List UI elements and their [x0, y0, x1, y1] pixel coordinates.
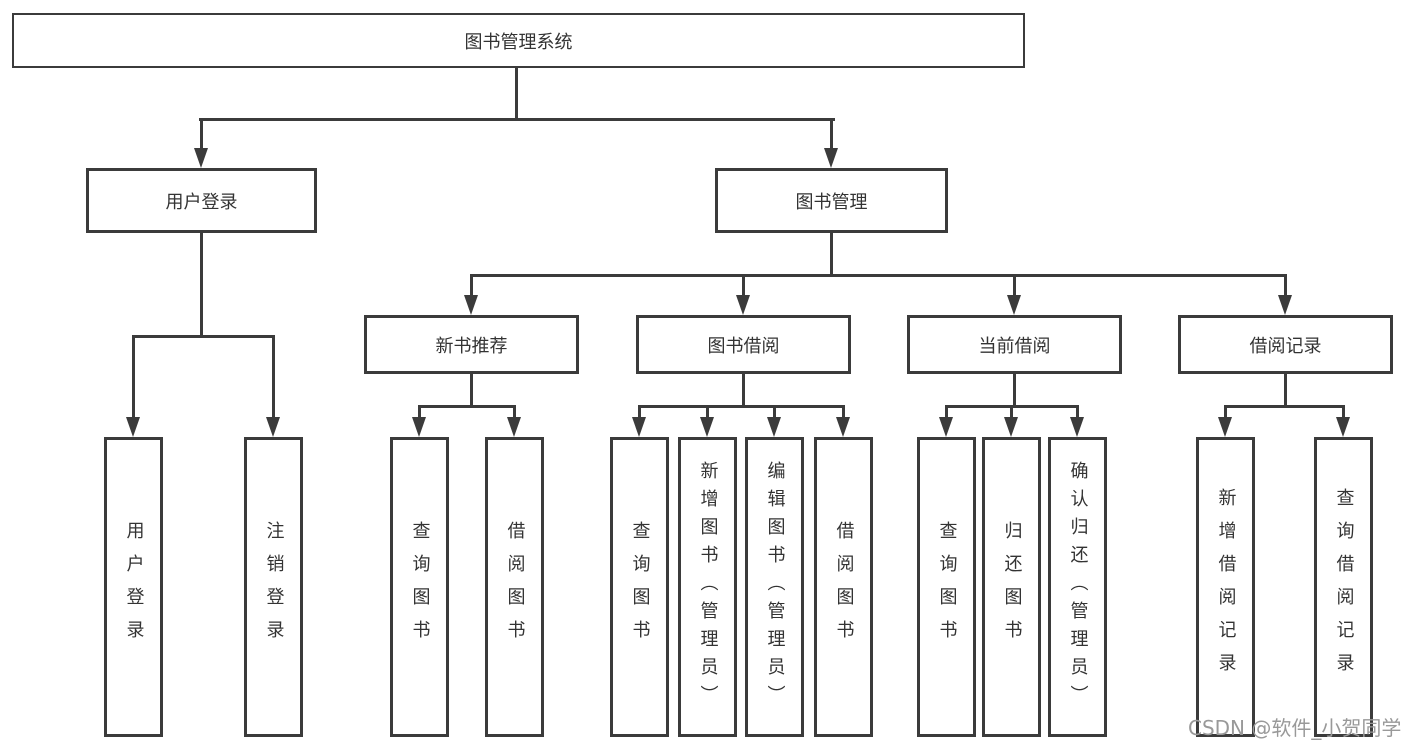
arrow-down-icon	[412, 417, 426, 437]
leaf-edit-books-admin: 编辑图书（管理员）	[745, 437, 804, 737]
leaf-query-borrow-record: 查询借阅记录	[1314, 437, 1373, 737]
leaf-recommend-borrow-books: 借阅图书	[485, 437, 544, 737]
connector-line	[706, 405, 709, 419]
leaf-confirm-return-admin-label: 确认归还（管理员）	[1067, 461, 1089, 713]
arrow-down-icon	[736, 295, 750, 315]
arrow-down-icon	[836, 417, 850, 437]
connector-line	[830, 232, 833, 276]
node-user-login-label: 用户登录	[165, 191, 238, 213]
node-current-borrow: 当前借阅	[907, 315, 1122, 374]
node-book-management-label: 图书管理	[795, 191, 868, 213]
leaf-logout-label: 注销登录	[263, 521, 285, 653]
connector-line	[1342, 405, 1345, 419]
connector-line	[200, 232, 203, 337]
connector-line	[773, 405, 776, 419]
connector-line	[470, 372, 473, 407]
connector-line	[132, 335, 274, 338]
arrow-down-icon	[266, 417, 280, 437]
leaf-user-login: 用户登录	[104, 437, 163, 737]
leaf-borrow-books-label: 借阅图书	[833, 521, 855, 653]
connector-line	[1076, 405, 1079, 419]
leaf-recommend-borrow-books-label: 借阅图书	[504, 521, 526, 653]
node-new-book-recommend-label: 新书推荐	[435, 335, 508, 357]
leaf-add-books-admin: 新增图书（管理员）	[678, 437, 737, 737]
node-book-borrow-label: 图书借阅	[707, 335, 780, 357]
arrow-down-icon	[194, 148, 208, 168]
connector-line	[638, 405, 845, 408]
leaf-confirm-return-admin: 确认归还（管理员）	[1048, 437, 1107, 737]
arrow-down-icon	[939, 417, 953, 437]
connector-line	[1010, 405, 1013, 419]
node-borrow-record: 借阅记录	[1178, 315, 1393, 374]
node-root: 图书管理系统	[12, 13, 1025, 68]
node-root-label: 图书管理系统	[464, 31, 573, 53]
arrow-down-icon	[126, 417, 140, 437]
connector-line	[638, 405, 641, 419]
leaf-add-borrow-record-label: 新增借阅记录	[1215, 488, 1237, 686]
leaf-logout: 注销登录	[244, 437, 303, 737]
connector-line	[1284, 274, 1287, 297]
connector-line	[470, 274, 1287, 277]
connector-line	[1013, 372, 1016, 407]
watermark: CSDN @软件_小贺同学	[1188, 716, 1402, 740]
arrow-down-icon	[1278, 295, 1292, 315]
connector-line	[272, 335, 275, 419]
leaf-add-borrow-record: 新增借阅记录	[1196, 437, 1255, 737]
connector-line	[830, 118, 833, 150]
connector-line	[1224, 405, 1227, 419]
leaf-edit-books-admin-label: 编辑图书（管理员）	[764, 461, 786, 713]
connector-line	[470, 274, 473, 297]
arrow-down-icon	[700, 417, 714, 437]
leaf-borrow-query-books-label: 查询图书	[629, 521, 651, 653]
leaf-current-query-books: 查询图书	[917, 437, 976, 737]
arrow-down-icon	[1218, 417, 1232, 437]
arrow-down-icon	[767, 417, 781, 437]
leaf-return-books: 归还图书	[982, 437, 1041, 737]
connector-line	[1224, 405, 1345, 408]
connector-line	[1013, 274, 1016, 297]
arrow-down-icon	[824, 148, 838, 168]
leaf-recommend-query-books: 查询图书	[390, 437, 449, 737]
arrow-down-icon	[1004, 417, 1018, 437]
node-book-borrow: 图书借阅	[636, 315, 851, 374]
arrow-down-icon	[464, 295, 478, 315]
connector-line	[418, 405, 421, 419]
arrow-down-icon	[632, 417, 646, 437]
arrow-down-icon	[1070, 417, 1084, 437]
leaf-borrow-books: 借阅图书	[814, 437, 873, 737]
node-user-login: 用户登录	[86, 168, 317, 233]
node-book-management: 图书管理	[715, 168, 948, 233]
connector-line	[742, 372, 745, 407]
leaf-return-books-label: 归还图书	[1001, 521, 1023, 653]
connector-line	[842, 405, 845, 419]
connector-line	[200, 118, 203, 150]
connector-line	[1284, 372, 1287, 407]
connector-line	[945, 405, 948, 419]
arrow-down-icon	[1007, 295, 1021, 315]
connector-line	[742, 274, 745, 297]
connector-line	[515, 66, 518, 120]
leaf-query-borrow-record-label: 查询借阅记录	[1333, 488, 1355, 686]
arrow-down-icon	[1336, 417, 1350, 437]
leaf-current-query-books-label: 查询图书	[936, 521, 958, 653]
connector-line	[199, 118, 835, 121]
node-new-book-recommend: 新书推荐	[364, 315, 579, 374]
node-current-borrow-label: 当前借阅	[978, 335, 1051, 357]
leaf-user-login-label: 用户登录	[123, 521, 145, 653]
connector-line	[132, 335, 135, 419]
leaf-add-books-admin-label: 新增图书（管理员）	[697, 461, 719, 713]
connector-line	[418, 405, 516, 408]
connector-line	[513, 405, 516, 419]
arrow-down-icon	[507, 417, 521, 437]
leaf-borrow-query-books: 查询图书	[610, 437, 669, 737]
leaf-recommend-query-books-label: 查询图书	[409, 521, 431, 653]
node-borrow-record-label: 借阅记录	[1249, 335, 1322, 357]
